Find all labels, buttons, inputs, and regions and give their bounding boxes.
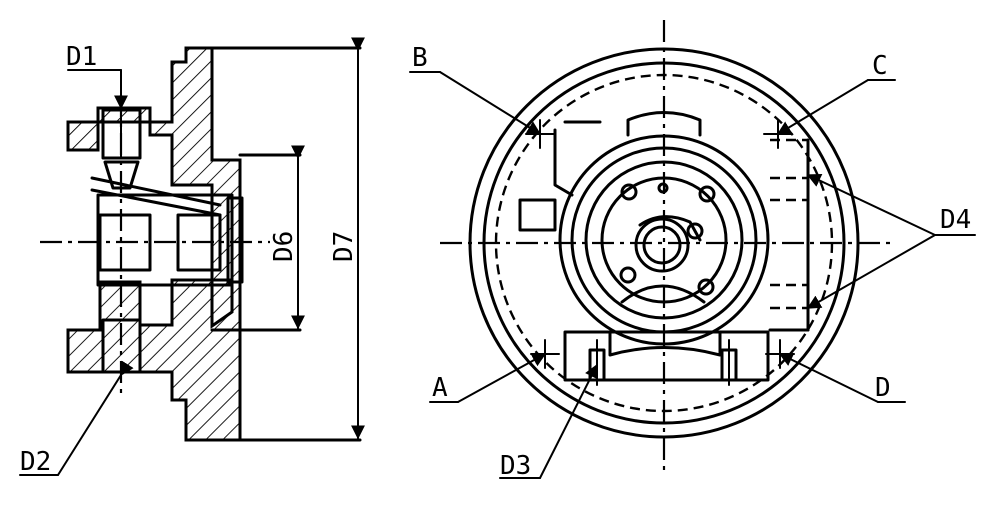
label-d: D <box>875 373 891 403</box>
label-d3: D3 <box>500 451 531 481</box>
label-d7: D7 <box>329 231 359 262</box>
label-b: B <box>412 43 428 73</box>
label-a: A <box>432 373 448 403</box>
flange-section <box>66 46 242 442</box>
front-view <box>409 20 976 479</box>
section-view <box>19 37 365 476</box>
label-d1: D1 <box>66 42 97 72</box>
label-c: C <box>872 51 888 81</box>
label-d2: D2 <box>20 447 51 477</box>
label-d6: D6 <box>269 231 299 262</box>
label-d4: D4 <box>940 205 971 235</box>
